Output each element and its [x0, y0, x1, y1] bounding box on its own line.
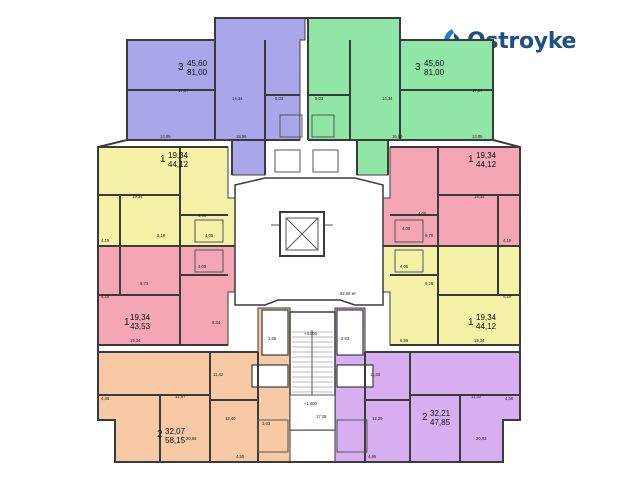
svg-text:15,96: 15,96: [236, 134, 247, 139]
stair-area: 17,28: [316, 414, 327, 419]
rooms-left-lower: 1: [124, 317, 130, 328]
svg-text:12,57: 12,57: [175, 394, 186, 399]
svg-text:4,09: 4,09: [198, 213, 207, 218]
central-hall: [234, 177, 384, 306]
living-right-lower: 19,34: [476, 313, 497, 322]
living-top-right: 45,60: [424, 59, 445, 68]
svg-text:19,34: 19,34: [132, 194, 143, 199]
svg-text:20,66: 20,66: [186, 436, 197, 441]
elevator-shaft: [279, 211, 325, 257]
total-top-right: 81,00: [424, 68, 445, 77]
svg-text:9,73: 9,73: [140, 281, 149, 286]
total-bottom-right: 47,85: [430, 418, 451, 427]
svg-text:11,42: 11,42: [213, 372, 224, 377]
svg-text:4,05: 4,05: [205, 233, 214, 238]
rooms-right-upper: 1: [468, 154, 474, 165]
utility-c: 3,63: [262, 421, 271, 426]
rooms-bottom-right: 2: [422, 412, 428, 423]
total-left-upper: 44,12: [168, 160, 189, 169]
svg-text:4,19: 4,19: [101, 238, 110, 243]
svg-text:9,70: 9,70: [425, 233, 434, 238]
living-right-upper: 19,34: [476, 151, 497, 160]
svg-text:11,60: 11,60: [370, 372, 381, 377]
apartment-right-upper[interactable]: [382, 146, 521, 247]
svg-text:4,00: 4,00: [418, 211, 427, 216]
apartment-labels: 3 45,60 81,00 17,07 14,34 9,03 15,96 13,…: [101, 59, 514, 459]
svg-text:6,15: 6,15: [101, 294, 110, 299]
svg-text:13,05: 13,05: [160, 134, 171, 139]
svg-text:14,34: 14,34: [382, 96, 393, 101]
svg-text:17,07: 17,07: [472, 88, 483, 93]
total-right-upper: 44,12: [476, 160, 497, 169]
svg-text:12,40: 12,40: [225, 416, 236, 421]
svg-text:19,34: 19,34: [474, 338, 485, 343]
hall-area-label: 62,08 м²: [340, 291, 357, 296]
living-top-left: 45,60: [187, 59, 208, 68]
living-bottom-right: 32,21: [430, 409, 451, 418]
svg-text:9,19: 9,19: [157, 233, 166, 238]
living-bottom-left: 32,07: [165, 427, 186, 436]
svg-text:4,55: 4,55: [236, 454, 245, 459]
svg-text:9,26: 9,26: [425, 281, 434, 286]
stairwell: [251, 309, 374, 431]
total-right-lower: 44,12: [476, 322, 497, 331]
svg-text:4,05: 4,05: [400, 264, 409, 269]
stair-level-upper: +3.000: [304, 331, 318, 336]
svg-text:9,03: 9,03: [275, 96, 284, 101]
interior-walls: [97, 17, 521, 463]
rooms-top-left: 3: [178, 62, 184, 73]
svg-text:4,05: 4,05: [402, 226, 411, 231]
svg-text:9,03: 9,03: [315, 96, 324, 101]
svg-text:4,19: 4,19: [503, 238, 512, 243]
svg-text:17,07: 17,07: [178, 88, 189, 93]
total-left-lower: 43,53: [130, 322, 151, 331]
svg-text:14,34: 14,34: [232, 96, 243, 101]
svg-text:19,34: 19,34: [474, 194, 485, 199]
stair-level-lower: +1.000: [304, 401, 318, 406]
rooms-left-upper: 1: [160, 154, 166, 165]
svg-text:12,29: 12,29: [372, 416, 383, 421]
apartment-left-upper[interactable]: [97, 146, 236, 247]
rooms-bottom-left: 2: [157, 429, 163, 440]
svg-text:4,48: 4,48: [101, 396, 110, 401]
svg-text:15,96: 15,96: [392, 134, 403, 139]
svg-text:4,09: 4,09: [198, 264, 207, 269]
svg-text:20,93: 20,93: [476, 436, 487, 441]
living-left-upper: 19,34: [168, 151, 189, 160]
rooms-right-lower: 1: [468, 317, 474, 328]
utility-b: 2,63: [341, 336, 350, 341]
svg-text:19,34: 19,34: [130, 338, 141, 343]
svg-text:6,85: 6,85: [400, 338, 409, 343]
svg-text:4,19: 4,19: [503, 294, 512, 299]
rooms-top-right: 3: [415, 62, 421, 73]
svg-text:6,34: 6,34: [212, 320, 221, 325]
total-top-left: 81,00: [187, 68, 208, 77]
utility-a: 2,66: [268, 336, 277, 341]
svg-text:13,05: 13,05: [472, 134, 483, 139]
total-bottom-left: 58,15: [165, 436, 186, 445]
living-left-lower: 19,34: [130, 313, 151, 322]
svg-text:11,32: 11,32: [471, 394, 482, 399]
svg-text:4,95: 4,95: [368, 454, 377, 459]
svg-text:4,56: 4,56: [505, 396, 514, 401]
